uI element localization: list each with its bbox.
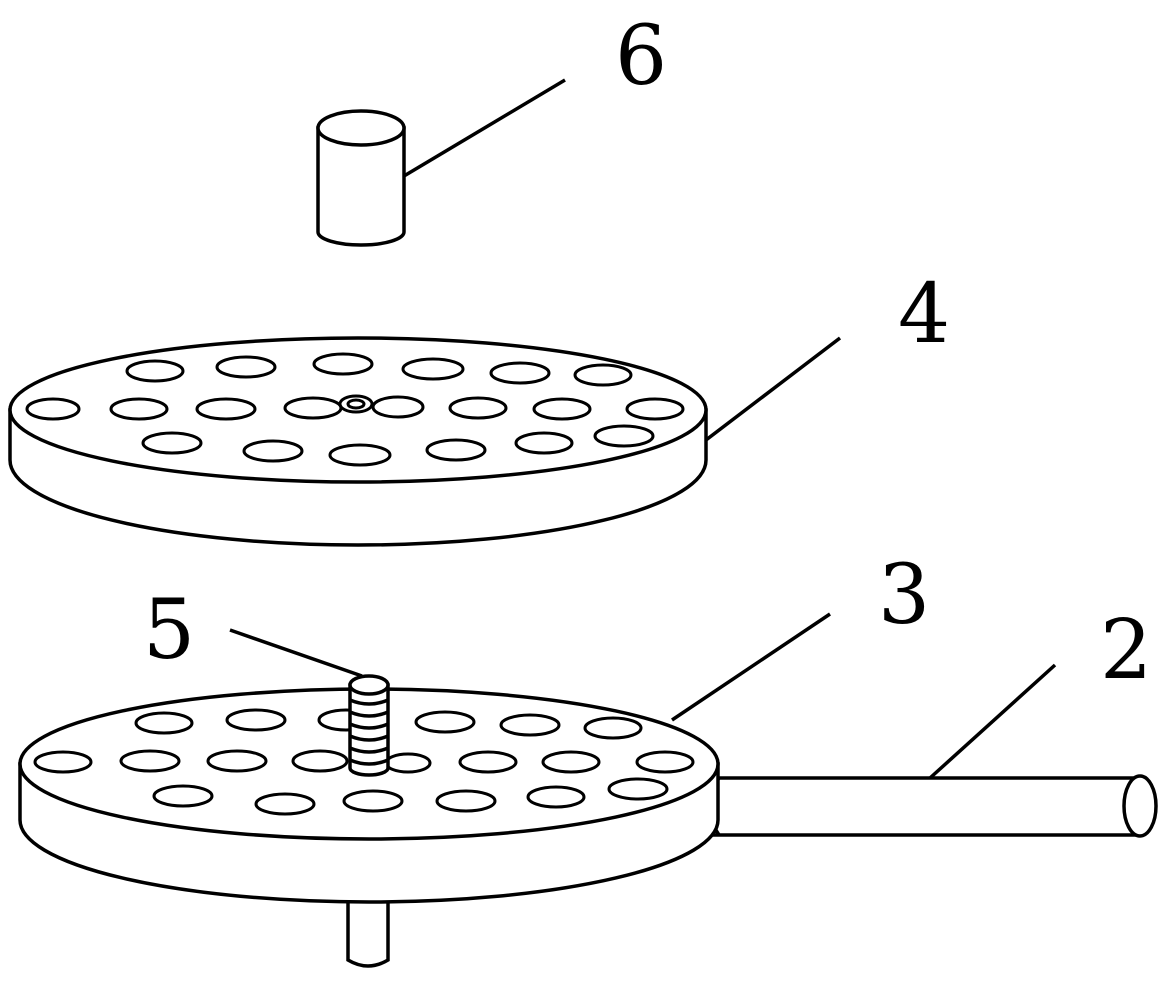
lower-disc-holes (33, 708, 695, 816)
cylinder-part-6 (316, 109, 406, 247)
label-part-2: 2 (1100, 603, 1152, 698)
upper-disc-part-4 (8, 336, 708, 547)
leader-line-5 (229, 628, 363, 678)
label-part-4: 4 (898, 267, 950, 362)
leader-line-6 (403, 78, 566, 178)
leader-line-4 (704, 336, 842, 442)
label-part-3: 3 (878, 548, 930, 643)
leader-line-3 (671, 612, 831, 722)
leader-line-2 (928, 663, 1057, 780)
upper-disc-holes (25, 352, 685, 467)
threaded-post-part-5 (348, 674, 390, 777)
label-part-5: 5 (143, 583, 195, 678)
center-hole (338, 394, 374, 414)
handle-tube-part-2 (703, 774, 1158, 838)
label-part-6: 6 (615, 9, 667, 104)
